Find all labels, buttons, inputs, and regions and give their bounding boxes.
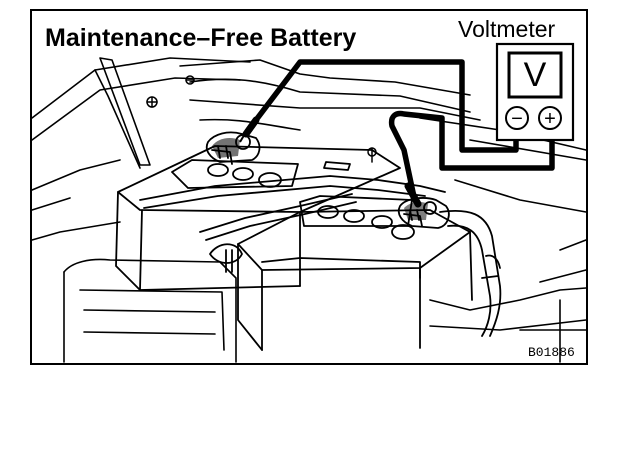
- voltmeter-plus-jack: [538, 106, 562, 130]
- voltmeter-minus-jack: [505, 106, 529, 130]
- positive-battery-cable: [439, 209, 502, 337]
- voltmeter-plus-symbol: +: [544, 108, 556, 130]
- voltmeter-display-letter: V: [524, 56, 547, 94]
- positive-probe: [404, 182, 422, 208]
- engine-bay-background: [31, 57, 587, 283]
- voltmeter-display: [507, 51, 563, 99]
- negative-terminal-shadow: [212, 138, 240, 158]
- voltmeter: V − +: [495, 42, 575, 142]
- right-battery: [237, 195, 473, 351]
- probe-leads: [247, 59, 555, 200]
- positive-probe-lead: [388, 110, 555, 200]
- lower-engine-parts: [63, 258, 587, 363]
- negative-probe-lead: [247, 59, 519, 153]
- voltmeter-minus-symbol: −: [511, 108, 523, 130]
- battery-hold-down: [139, 175, 446, 279]
- title-backing: [40, 20, 392, 56]
- figure-code: B01886: [528, 345, 575, 360]
- voltmeter-label: Voltmeter: [458, 16, 555, 42]
- diagram-title: Maintenance–Free Battery: [45, 24, 356, 52]
- negative-probe: [239, 116, 260, 143]
- positive-terminal-shadow: [404, 201, 428, 220]
